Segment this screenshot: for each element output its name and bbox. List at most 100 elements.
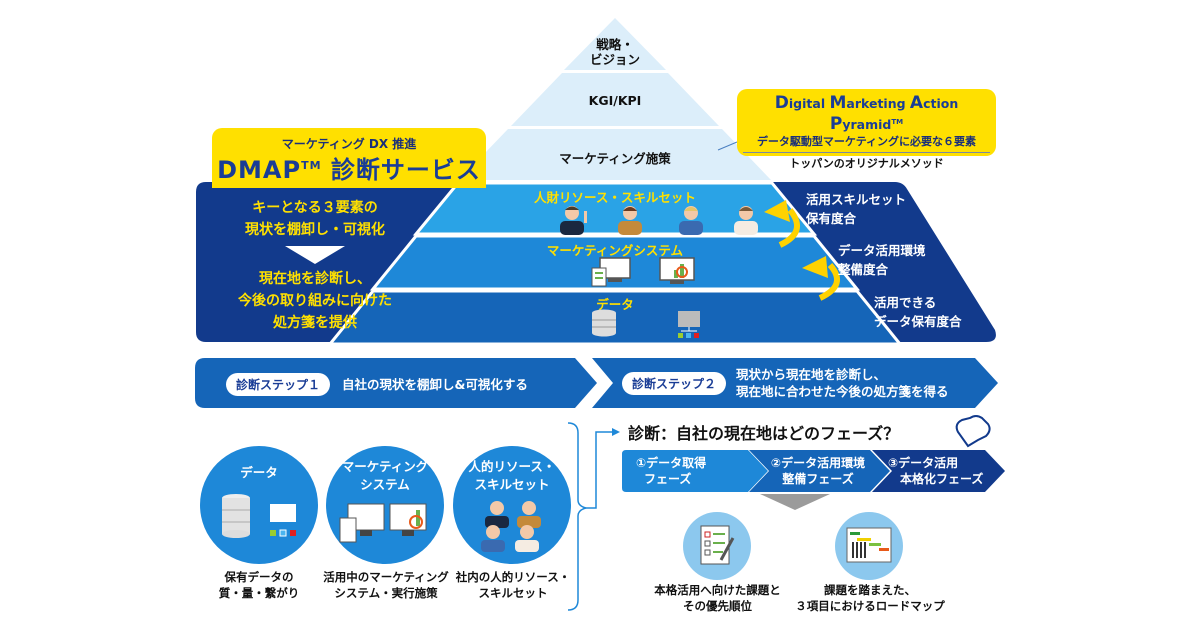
text-line: その優先順位 (683, 599, 752, 613)
metric-environment: データ活用環境 整備度合 (838, 241, 978, 279)
dap-initial: A (909, 93, 924, 113)
dap-title: Digital Marketing Action PyramidTM (737, 89, 996, 134)
output-roadmap (835, 512, 903, 580)
text-line: フェーズ (644, 472, 692, 486)
element-caption-system: 活用中のマーケティング システム・実行施策 (315, 569, 457, 601)
pyramid-tier-skills (412, 181, 818, 236)
person-pointing-icon (560, 206, 587, 235)
trademark: TM (301, 159, 322, 172)
phase-2-label: ②データ活用環境 整備フェーズ (758, 455, 878, 487)
text-line: システム (360, 477, 410, 492)
dap-subtitle: データ駆動型マーケティングに必要な６要素 (756, 135, 977, 149)
service-title: DMAPTM 診断サービス (212, 152, 486, 184)
text-line: 活用スキルセット (806, 192, 907, 207)
text-line: 整備度合 (838, 262, 889, 277)
database-icon (592, 309, 616, 337)
arrowhead-icon (764, 200, 790, 222)
text-line: 保有度合 (806, 211, 857, 226)
text-line: 質・量・繋がり (218, 586, 300, 600)
step2-arrow (592, 358, 998, 408)
phase-1-shape (622, 450, 768, 492)
step-2: 診断ステップ２ 現状から現在地を診断し、 現在地に合わせた今後の処方箋を得る (622, 366, 949, 400)
arrowhead-icon (802, 256, 828, 278)
text-line: 処方箋を提供 (273, 315, 357, 331)
system-icons (591, 257, 695, 287)
service-description-top: キーとなる３要素の 現状を棚卸し・可視化 (215, 197, 415, 241)
text-line: 本格化フェーズ (900, 472, 984, 486)
pyramid-label-measures: マーケティング施策 (559, 151, 671, 166)
phase-3-label: ③データ活用 本格化フェーズ (888, 455, 983, 487)
dap-note: トッパンのオリジナルメソッド (789, 157, 944, 171)
text-line: 整備フェーズ (782, 472, 854, 486)
diagnosis-title: 診断：自社の現在地はどのフェーズ？ (628, 424, 900, 443)
divider (743, 152, 990, 154)
text-line: スキルセット (478, 586, 548, 600)
pyramid-tier-measures (459, 129, 771, 180)
text-line: 現在地を診断し、 (259, 271, 371, 287)
connector-line (586, 431, 612, 509)
text-line: ③データ活用 (888, 456, 959, 470)
monitors-icon (339, 503, 427, 543)
step-2-text: 現状から現在地を診断し、 現在地に合わせた今後の処方箋を得る (736, 366, 949, 400)
service-title-box: マーケティング DX 推進 DMAPTM 診断サービス (212, 128, 486, 188)
step-2-badge: 診断ステップ２ (622, 371, 727, 395)
metric-skills: 活用スキルセット 保有度合 (806, 190, 946, 228)
pyramid-label-vision: 戦略・ ビジョン (565, 37, 665, 67)
folder-network-icon (678, 311, 700, 338)
tier-label-data: データ (596, 297, 634, 312)
pyramid-label-line: ビジョン (589, 52, 640, 67)
people-icons (560, 206, 758, 235)
text-line: 人的リソース・ (468, 459, 556, 474)
dap-callout: Digital Marketing Action PyramidTM データ駆動… (737, 89, 996, 170)
element-caption-people: 社内の人的リソース・ スキルセット (445, 569, 581, 601)
step-1-badge: 診断ステップ１ (226, 373, 331, 396)
text-line: システム・実行施策 (334, 586, 438, 600)
service-description-bottom: 現在地を診断し、 今後の取り組みに向けた 処方箋を提供 (215, 268, 415, 334)
dap-word: igital (788, 96, 830, 111)
element-circle-people: 人的リソース・ スキルセット (453, 446, 571, 564)
database-icon (222, 494, 296, 538)
text-line: 活用中のマーケティング (323, 570, 449, 584)
service-subtitle: マーケティング DX 推進 (281, 137, 417, 151)
dap-initial: D (774, 93, 789, 113)
output-caption-checklist: 本格活用へ向けた課題と その優先順位 (640, 582, 795, 614)
text-line: マーケティング (341, 459, 429, 474)
text-line: 現在地に合わせた今後の処方箋を得る (736, 384, 949, 399)
output-checklist (683, 512, 751, 580)
pyramid-tier-kgi (511, 73, 719, 126)
dap-word: ction (923, 96, 959, 111)
curved-arrow-icon (778, 208, 801, 248)
text-line: ３項目におけるロードマップ (795, 599, 945, 613)
dap-initial: M (829, 93, 847, 113)
text-line: 保有データの (224, 570, 294, 584)
output-caption-roadmap: 課題を踏まえた、 ３項目におけるロードマップ (790, 582, 950, 614)
tier-label-skills: 人財リソース・スキルセット (534, 190, 696, 205)
circle-title: マーケティング システム (326, 458, 444, 494)
metrics-panel (755, 182, 996, 342)
curved-arrow-icon (818, 262, 841, 301)
dap-word: arketing (846, 96, 910, 111)
hand-pointer-icon (955, 415, 991, 448)
text-line: スキルセット (474, 477, 550, 492)
phase-2-shape (749, 450, 890, 492)
text-line: データ保有度合 (874, 314, 962, 329)
pyramid-label-kgi: KGI/KPI (588, 93, 642, 108)
pyramid-tier-vision (564, 18, 666, 70)
down-triangle-icon (285, 246, 345, 264)
element-caption-data: 保有データの 質・量・繋がり (190, 569, 328, 601)
circle-title: データ (240, 465, 278, 480)
step-1-text: 自社の現状を棚卸し&可視化する (342, 377, 528, 392)
text-line: キーとなる３要素の (252, 200, 378, 216)
data-icons (592, 309, 700, 338)
people-group-icon (481, 501, 541, 552)
dap-word: yramid (842, 117, 892, 133)
service-title-main: DMAP (217, 156, 302, 184)
text-line: 現状から現在地を診断し、 (736, 367, 887, 382)
element-circle-data: データ (200, 446, 318, 564)
service-title-rest: 診断サービス (321, 156, 481, 184)
metric-data: 活用できる データ保有度合 (874, 293, 1004, 331)
text-line: 本格活用へ向けた課題と (654, 583, 781, 597)
tier-label-system: マーケティングシステム (546, 243, 684, 258)
phase-3-shape (872, 450, 1005, 492)
checklist-icon (700, 525, 735, 565)
